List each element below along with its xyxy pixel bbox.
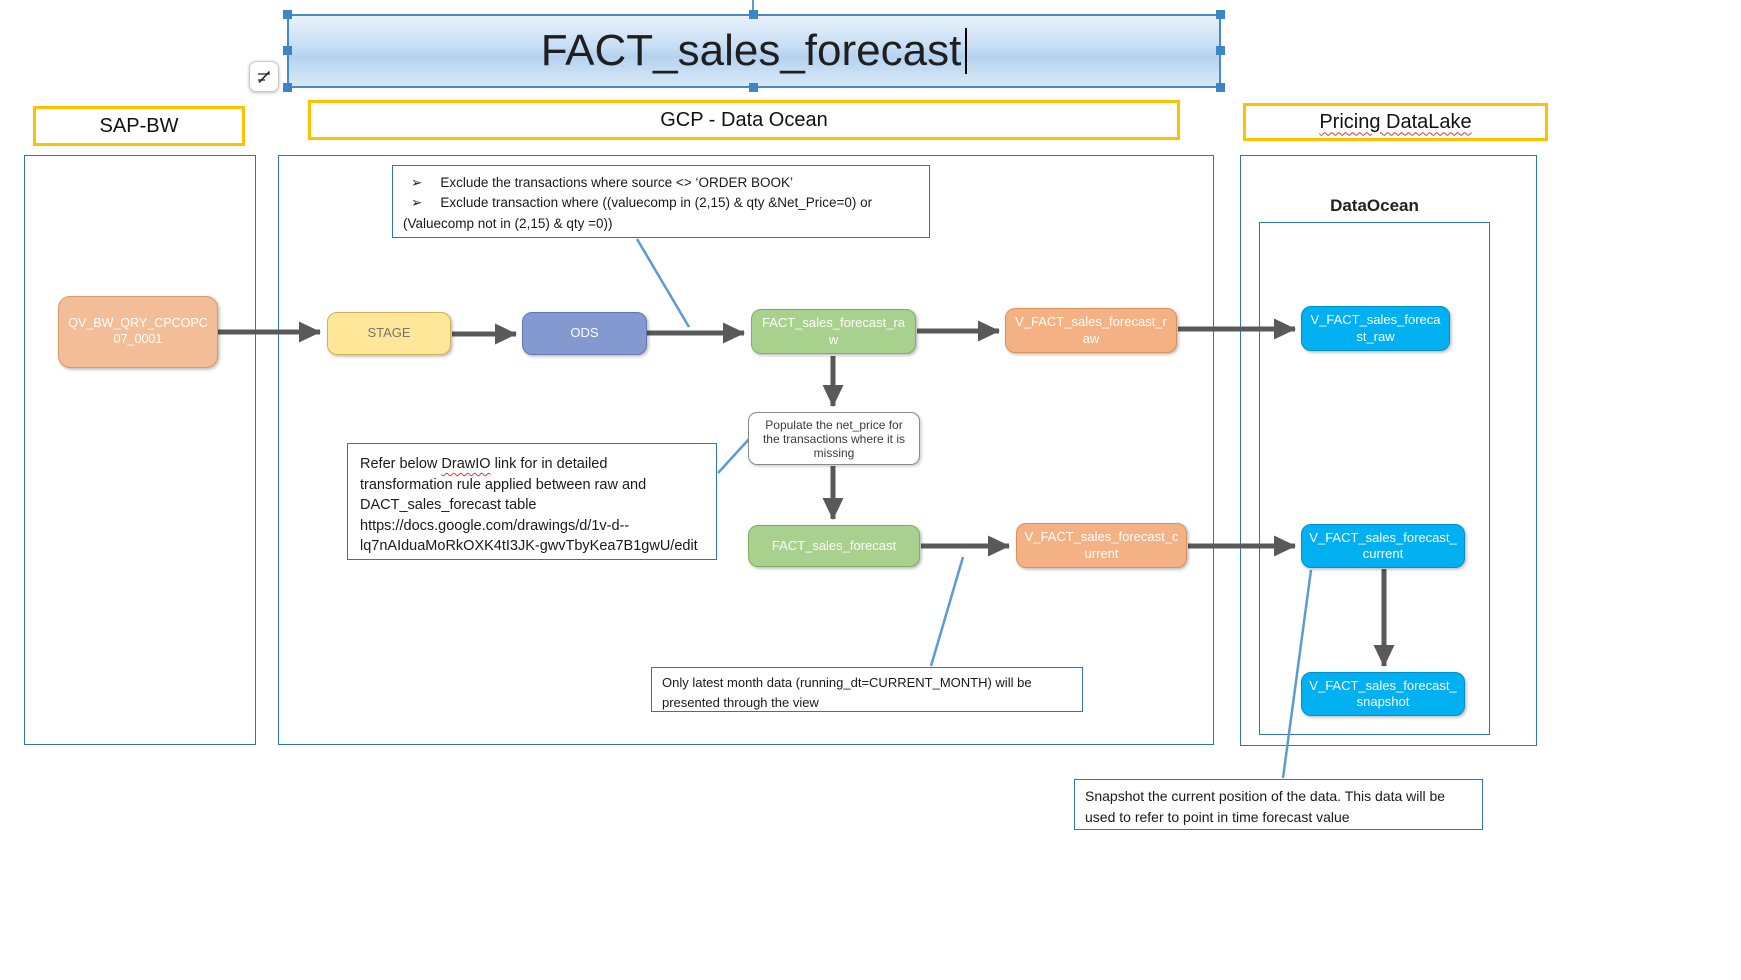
populate-note-label: Populate the net_price for the transacti… (762, 417, 906, 460)
node-ods[interactable]: ODS (522, 312, 647, 355)
selection-handle-top-right[interactable] (1216, 10, 1225, 19)
sap-bw-label: SAP-BW (99, 114, 179, 137)
format-options-button[interactable] (249, 61, 279, 92)
section-header-sap-bw[interactable]: SAP-BW (33, 106, 245, 146)
section-header-pricing-datalake[interactable]: Pricing DataLake (1243, 103, 1548, 141)
rotation-handle-stem (752, 0, 754, 14)
node-dl-v-fact-snapshot[interactable]: V_FACT_sales_forecast_snapshot (1301, 672, 1465, 716)
bullet-arrow-icon: ➢ (411, 175, 423, 190)
node-qv-label: QV_BW_QRY_CPCOPC07_0001 (68, 316, 208, 346)
snapshot-text: Snapshot the current position of the dat… (1085, 788, 1446, 825)
node-dl-v-fact-snapshot-label: V_FACT_sales_forecast_snapshot (1309, 677, 1457, 709)
selection-handle-mid-right[interactable] (1216, 46, 1225, 55)
selection-handle-bottom-left[interactable] (283, 83, 292, 92)
dataocean-inner-container[interactable] (1259, 222, 1490, 735)
node-fact-label: FACT_sales_forecast (771, 537, 897, 553)
node-stage[interactable]: STAGE (327, 312, 451, 355)
latest-month-text: Only latest month data (running_dt=CURRE… (662, 675, 1032, 711)
node-v-fact-sales-forecast-current[interactable]: V_FACT_sales_forecast_current (1016, 523, 1187, 568)
exclude-bullet-2: ➢Exclude transaction where ((valuecomp i… (403, 195, 873, 231)
selection-handle-top-left[interactable] (283, 10, 292, 19)
selection-handle-bottom-right[interactable] (1216, 83, 1225, 92)
node-qv-bw-qry[interactable]: QV_BW_QRY_CPCOPC07_0001 (58, 296, 218, 368)
selection-handle-top-center[interactable] (749, 10, 758, 19)
refer-text-part2: link for in detailed transformation rule… (360, 456, 698, 555)
exclude-bullet-1: ➢Exclude the transactions where source <… (403, 173, 919, 193)
sap-bw-container[interactable] (24, 155, 256, 745)
pricing-datalake-label: Pricing DataLake (1319, 110, 1472, 133)
node-v-fact-sales-forecast-raw[interactable]: V_FACT_sales_forecast_raw (1005, 308, 1177, 353)
refer-text-part1: Refer below (360, 456, 442, 472)
node-populate-net-price-note[interactable]: Populate the net_price for the transacti… (748, 412, 920, 465)
text-cursor (965, 28, 968, 74)
selection-handle-mid-left[interactable] (283, 46, 292, 55)
node-stage-label: STAGE (367, 325, 411, 341)
node-dl-v-fact-raw[interactable]: V_FACT_sales_forecast_raw (1301, 306, 1450, 351)
node-ods-label: ODS (570, 325, 599, 341)
gcp-label: GCP - Data Ocean (660, 108, 828, 131)
node-dl-v-fact-current-label: V_FACT_sales_forecast_current (1309, 529, 1457, 561)
callout-snapshot[interactable]: Snapshot the current position of the dat… (1074, 779, 1483, 830)
node-fact-sales-forecast[interactable]: FACT_sales_forecast (748, 525, 920, 567)
node-fact-sales-forecast-raw[interactable]: FACT_sales_forecast_raw (751, 309, 916, 354)
callout-refer-drawio[interactable]: Refer below DrawIO link for in detailed … (347, 443, 717, 560)
title-shape[interactable]: FACT_sales_forecast (287, 14, 1221, 88)
node-v-fact-raw-label: V_FACT_sales_forecast_raw (1015, 314, 1167, 346)
section-header-gcp[interactable]: GCP - Data Ocean (308, 100, 1180, 140)
node-fact-raw-label: FACT_sales_forecast_raw (761, 315, 906, 347)
dataocean-label: DataOcean (1330, 196, 1419, 215)
node-v-fact-current-label: V_FACT_sales_forecast_current (1024, 529, 1179, 561)
refer-drawio-word: DrawIO (441, 456, 491, 472)
bullet-arrow-icon: ➢ (411, 195, 423, 211)
node-dl-v-fact-current[interactable]: V_FACT_sales_forecast_current (1301, 524, 1465, 568)
callout-exclude-rules[interactable]: ➢Exclude the transactions where source <… (392, 165, 930, 238)
node-dl-v-fact-raw-label: V_FACT_sales_forecast_raw (1310, 312, 1441, 344)
page-title: FACT_sales_forecast (540, 26, 962, 75)
callout-latest-month[interactable]: Only latest month data (running_dt=CURRE… (651, 667, 1083, 712)
selection-handle-bottom-center[interactable] (749, 83, 758, 92)
format-options-icon (258, 70, 271, 83)
